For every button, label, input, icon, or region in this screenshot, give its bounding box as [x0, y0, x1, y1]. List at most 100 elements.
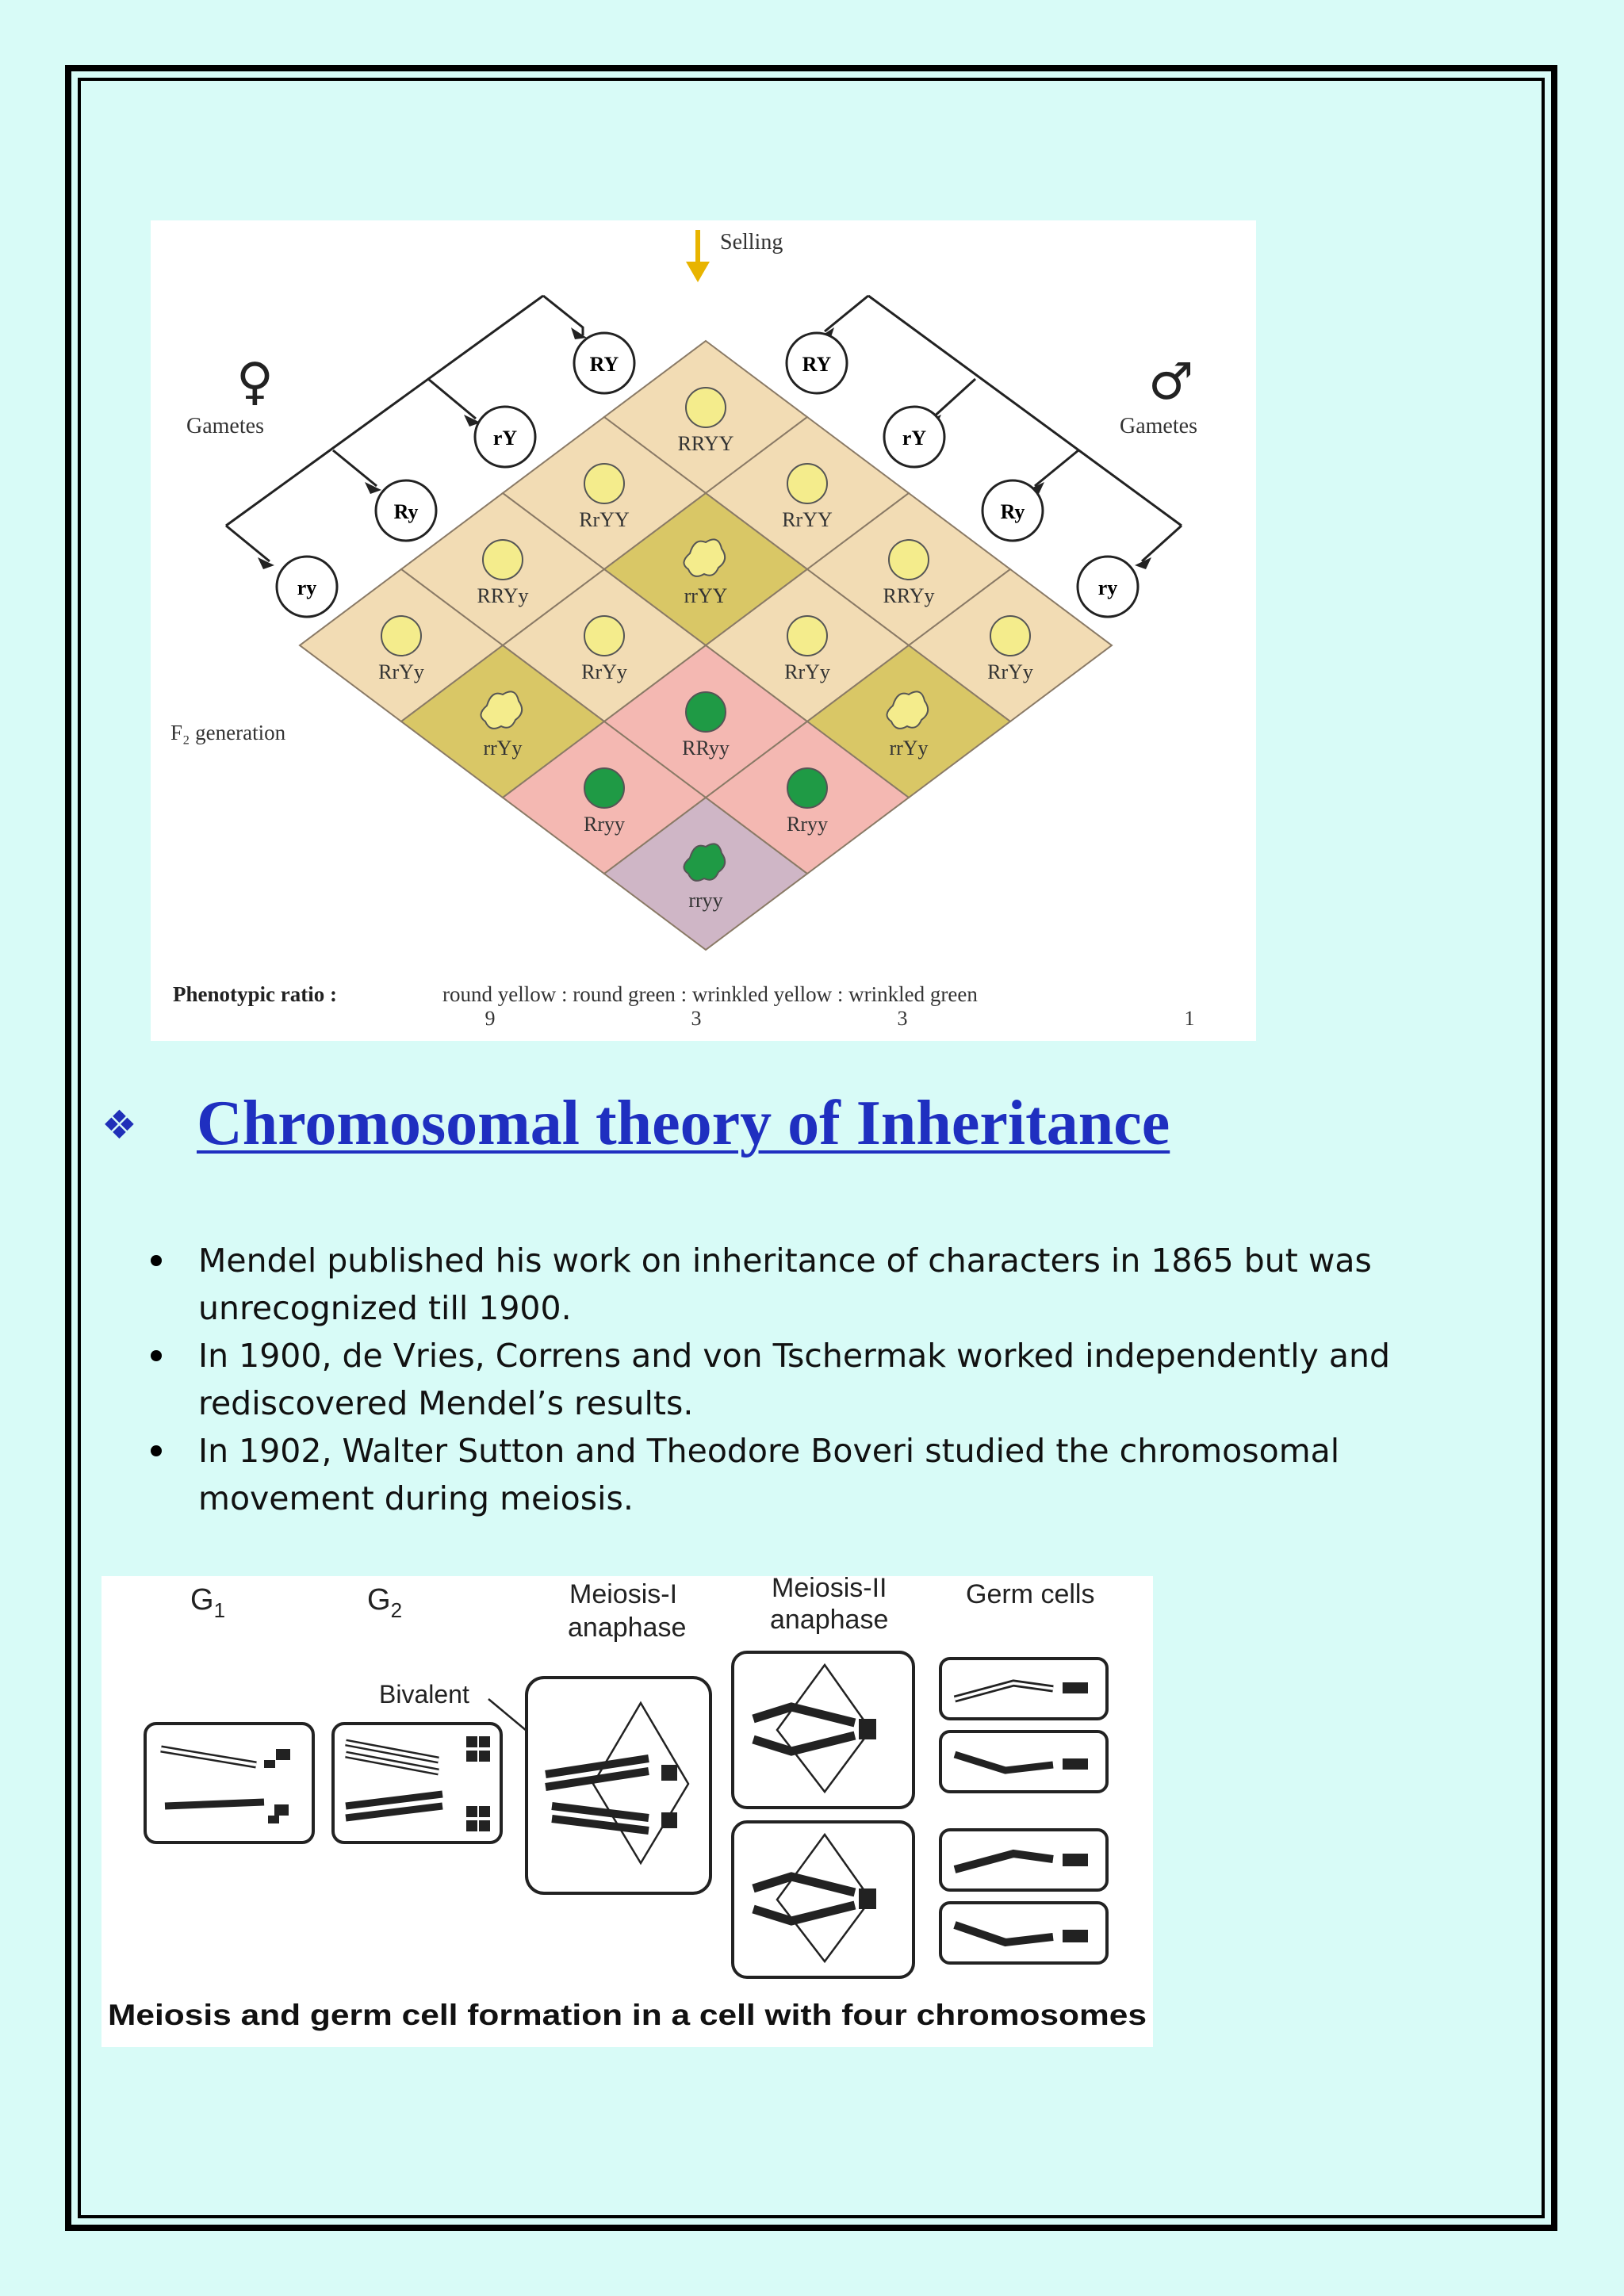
meiosis2-top-chromosomes — [752, 1702, 876, 1756]
g2-chromosomes — [345, 1736, 490, 1831]
g1-chromosomes — [160, 1745, 290, 1823]
page-border-outer — [65, 65, 1557, 2231]
pea-icon — [990, 615, 1031, 656]
genotype-label: rryy — [688, 889, 722, 912]
left-gametes: RY rY Ry ry — [275, 331, 636, 618]
bullet-diamond-icon: ❖ — [102, 1102, 137, 1148]
bullet-list: Mendel published his work on inheritance… — [151, 1237, 1499, 1522]
label-meiosis1-line1: Meiosis-I — [569, 1579, 677, 1609]
cell-meiosis1 — [525, 1676, 712, 1895]
gamete-circle — [374, 479, 438, 542]
gamete-circle — [1076, 555, 1139, 618]
label-g1-sub: 1 — [214, 1598, 225, 1622]
gamete-circle — [275, 555, 339, 618]
genotype-label: RrYY — [782, 508, 833, 531]
pea-icon — [886, 691, 929, 729]
selfing-arrow-head — [686, 262, 710, 282]
genotype-label: Rryy — [584, 813, 625, 836]
ratio-number: 9 — [485, 1007, 496, 1030]
label-meiosis1-line2: anaphase — [568, 1613, 686, 1643]
genotype-label: RrYy — [987, 660, 1033, 683]
right-gametes: RY rY Ry ry — [785, 331, 1139, 618]
genotype-label: RRYY — [678, 432, 734, 455]
germ-cell — [939, 1828, 1109, 1892]
pea-icon — [888, 539, 929, 580]
meiosis-figure: G1 G2 Meiosis-I anaphase Meiosis-II anap… — [102, 1576, 1153, 2047]
genotype-label: RrYY — [579, 508, 630, 531]
ratio-number: 1 — [1185, 1007, 1195, 1030]
cell-meiosis2-bottom — [731, 1820, 915, 1979]
genotype-label: Rryy — [787, 813, 828, 836]
genotype-label: rrYy — [889, 737, 928, 760]
cell-g1 — [144, 1722, 315, 1844]
gamete-circle — [573, 331, 636, 395]
label-meiosis2-line2: anaphase — [770, 1605, 888, 1635]
phenotypic-ratio-label: Phenotypic ratio : — [173, 982, 337, 1006]
cell-meiosis2-top — [731, 1651, 915, 1809]
genotype-label: RRyy — [682, 737, 730, 760]
meiosis-caption: Meiosis and germ cell formation in a cel… — [108, 1999, 1147, 2031]
genotype-label: RrYy — [784, 660, 830, 683]
label-g2-sub: 2 — [391, 1598, 402, 1622]
gametes-label-left: Gametes — [186, 414, 264, 438]
germ-cell — [939, 1730, 1109, 1793]
list-item: Mendel published his work on inheritance… — [151, 1237, 1499, 1332]
genotype-label: RrYy — [581, 660, 627, 683]
label-meiosis2-line1: Meiosis-II — [772, 1576, 887, 1603]
left-gamete-branches — [225, 294, 584, 563]
pea-icon — [683, 843, 726, 882]
genotype-label: rrYy — [483, 737, 522, 760]
section-title: Chromosomal theory of Inheritance — [197, 1089, 1170, 1158]
pea-icon — [584, 767, 625, 809]
germ-cell — [939, 1657, 1109, 1720]
pea-icon — [787, 463, 828, 504]
genotype-label: RrYy — [378, 660, 424, 683]
ratio-number: 3 — [691, 1007, 702, 1030]
page-border-inner — [78, 78, 1545, 2218]
pea-icon — [482, 539, 523, 580]
pea-icon — [584, 615, 625, 656]
list-item: In 1900, de Vries, Correns and von Tsche… — [151, 1332, 1499, 1427]
meiosis2-bottom-chromosomes — [752, 1872, 876, 1926]
male-symbol: ♂ — [1148, 353, 1193, 411]
list-item: In 1902, Walter Sutton and Theodore Bove… — [151, 1427, 1499, 1522]
pea-icon — [685, 691, 726, 733]
pea-icon — [787, 767, 828, 809]
label-g1-main: G — [190, 1583, 214, 1617]
phenotypic-ratio-text: round yellow : round green : wrinkled ye… — [442, 982, 978, 1006]
pea-icon — [480, 691, 523, 729]
gamete-label: Ry — [394, 500, 419, 523]
gamete-circle — [473, 405, 537, 469]
punnett-svg: Selling ♀ ♂ Gametes Gametes RY rY — [170, 230, 1197, 1030]
gamete-label: rY — [902, 427, 927, 450]
label-g2: G2 — [367, 1583, 402, 1622]
gamete-label: rY — [493, 427, 518, 450]
pea-icon — [787, 615, 828, 656]
genotype-label: rrYY — [684, 584, 728, 607]
female-symbol: ♀ — [236, 353, 274, 411]
genotype-label: RRYy — [883, 584, 934, 607]
f2-generation-label: F₂ generation — [170, 721, 286, 744]
label-germ-cells: Germ cells — [966, 1579, 1094, 1609]
section-heading: ❖ Chromosomal theory of Inheritance — [102, 1088, 1450, 1175]
gamete-circle — [981, 479, 1044, 542]
meiosis-svg: G1 G2 Meiosis-I anaphase Meiosis-II anap… — [108, 1576, 1147, 2031]
pea-icon — [381, 615, 422, 656]
germ-cells — [939, 1657, 1109, 1965]
gametes-label-right: Gametes — [1120, 414, 1197, 438]
label-bivalent: Bivalent — [379, 1680, 469, 1709]
left-arrowheads — [258, 327, 587, 569]
gamete-circle — [883, 405, 946, 469]
gamete-label: RY — [590, 353, 619, 376]
pea-icon — [683, 538, 726, 577]
meiosis1-spindle — [592, 1701, 690, 1866]
pea-icon — [685, 387, 726, 428]
punnett-square-figure: Selling ♀ ♂ Gametes Gametes RY rY — [151, 220, 1256, 1041]
label-g1: G1 — [190, 1583, 225, 1622]
gamete-circle — [785, 331, 848, 395]
gamete-label: RY — [802, 353, 832, 376]
ratio-number: 3 — [898, 1007, 908, 1030]
pea-icon — [584, 463, 625, 504]
genotype-label: RRYy — [477, 584, 528, 607]
